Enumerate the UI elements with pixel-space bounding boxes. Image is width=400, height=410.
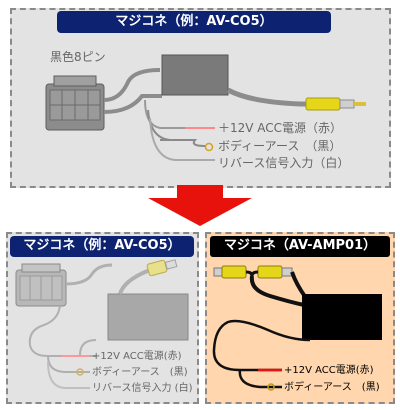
wire-label-ground: ボディーアース （黒） — [218, 139, 342, 153]
wire-label-acc: +12V ACC電源(赤) — [92, 351, 182, 362]
wire-label-reverse: リバース信号入力（白） — [218, 156, 350, 170]
rca-plug-icon — [146, 259, 178, 277]
wire-label-acc: ＋12V ACC電源（赤） — [218, 121, 343, 135]
wire-label-ground: ボディーアース (黒) — [92, 367, 188, 378]
connector-label: 黒色8ピン — [50, 50, 106, 64]
wire-label-ground: ボディーアース (黒) — [284, 382, 380, 393]
module-box-icon — [161, 54, 229, 96]
module-box-icon — [107, 293, 189, 341]
module-box-icon — [302, 294, 382, 340]
rca-plug-icon — [257, 265, 293, 279]
wire-label-acc: +12V ACC電源(赤) — [284, 365, 374, 376]
connector-8pin-icon — [45, 75, 105, 131]
rca-plug-icon — [213, 265, 247, 279]
wire-label-reverse: リバース信号入力 (白) — [92, 383, 193, 394]
top-panel-title: マジコネ（例：AV-CO5） — [57, 11, 331, 33]
rca-plug-icon — [305, 97, 366, 111]
connector-8pin-icon — [15, 263, 67, 307]
down-arrow-icon — [148, 198, 252, 226]
bottom-right-panel-title: マジコネ（AV-AMP01） — [210, 236, 390, 257]
bottom-left-panel-title: マジコネ（例：AV-CO5） — [10, 236, 194, 257]
